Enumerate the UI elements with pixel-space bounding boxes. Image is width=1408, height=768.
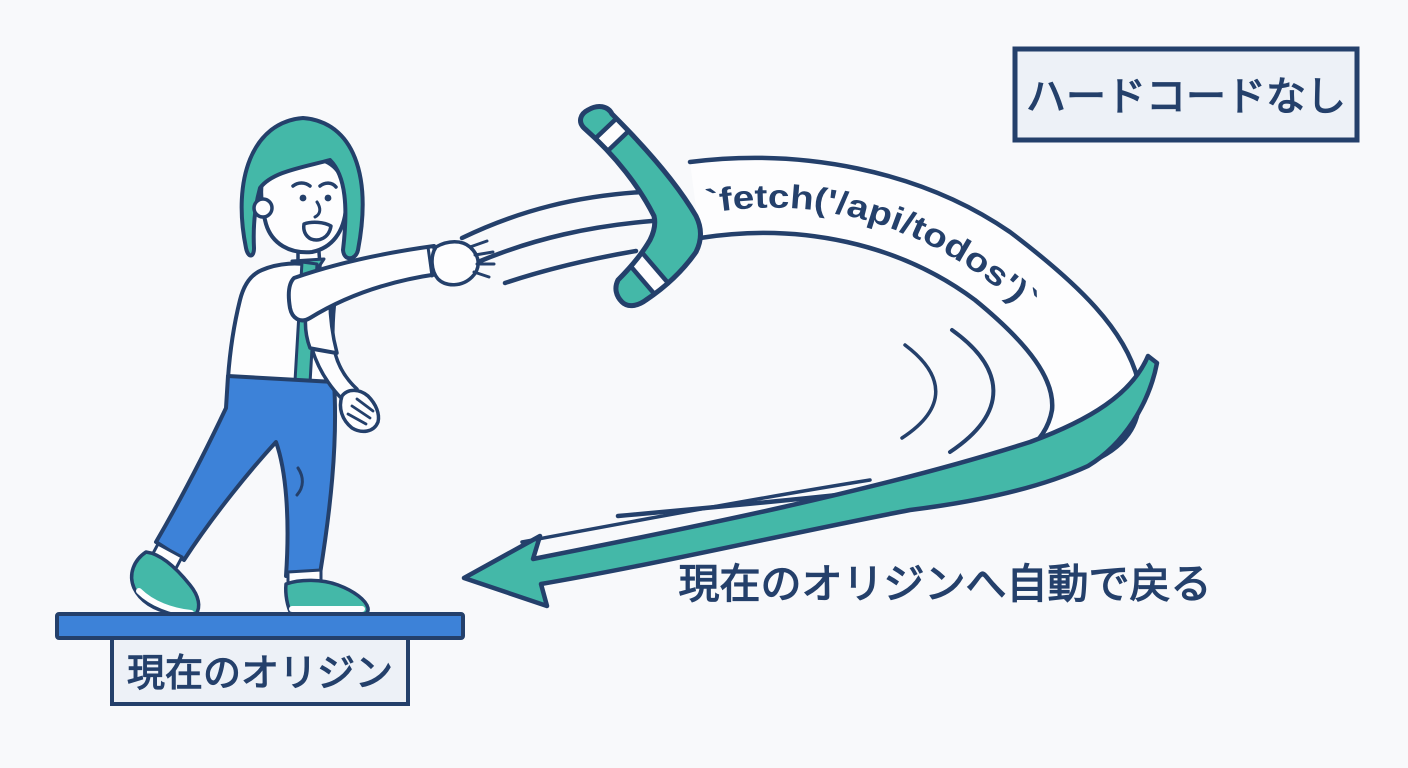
person-pants	[154, 374, 338, 578]
eyebrow-right	[318, 181, 338, 189]
nose	[313, 200, 322, 219]
eye-left	[299, 194, 307, 202]
return-motion-line	[520, 478, 872, 544]
person-hanging-fingers	[346, 397, 375, 426]
person-throwing-hand	[430, 240, 480, 287]
origin-label-text: 現在のオリジン	[127, 653, 393, 695]
person-figure	[129, 116, 496, 618]
mouth-smile	[302, 220, 333, 242]
person-face-features	[291, 181, 338, 242]
person-throwing-fingers	[468, 239, 496, 279]
throw-line-top	[459, 189, 645, 241]
person-throwing-arm	[286, 244, 440, 323]
no-hardcode-badge-text: ハードコードなし	[1026, 75, 1346, 119]
origin-platform	[55, 612, 465, 640]
auto-return-caption: 現在のオリジンへ自動で戻る	[679, 561, 1212, 607]
boomerang-outline	[578, 104, 703, 309]
echo-arc-outer	[948, 328, 996, 454]
boomerang	[578, 104, 703, 309]
return-arrow	[461, 353, 1160, 609]
throw-line-middle	[475, 218, 655, 265]
band-fill	[618, 157, 1140, 516]
origin-label-box	[110, 636, 410, 706]
throw-motion-lines	[459, 189, 655, 286]
person-ear	[252, 197, 274, 219]
eyebrow-left	[291, 181, 312, 188]
no-hardcode-badge-box	[1012, 46, 1360, 143]
throw-line-bottom	[502, 248, 639, 286]
person-knee-crease	[295, 466, 304, 497]
person-cuff-line	[426, 245, 434, 278]
echo-arc-inner	[900, 343, 938, 440]
person-hair	[239, 116, 365, 261]
eye-right	[324, 194, 332, 202]
boomerang-body	[580, 106, 701, 306]
